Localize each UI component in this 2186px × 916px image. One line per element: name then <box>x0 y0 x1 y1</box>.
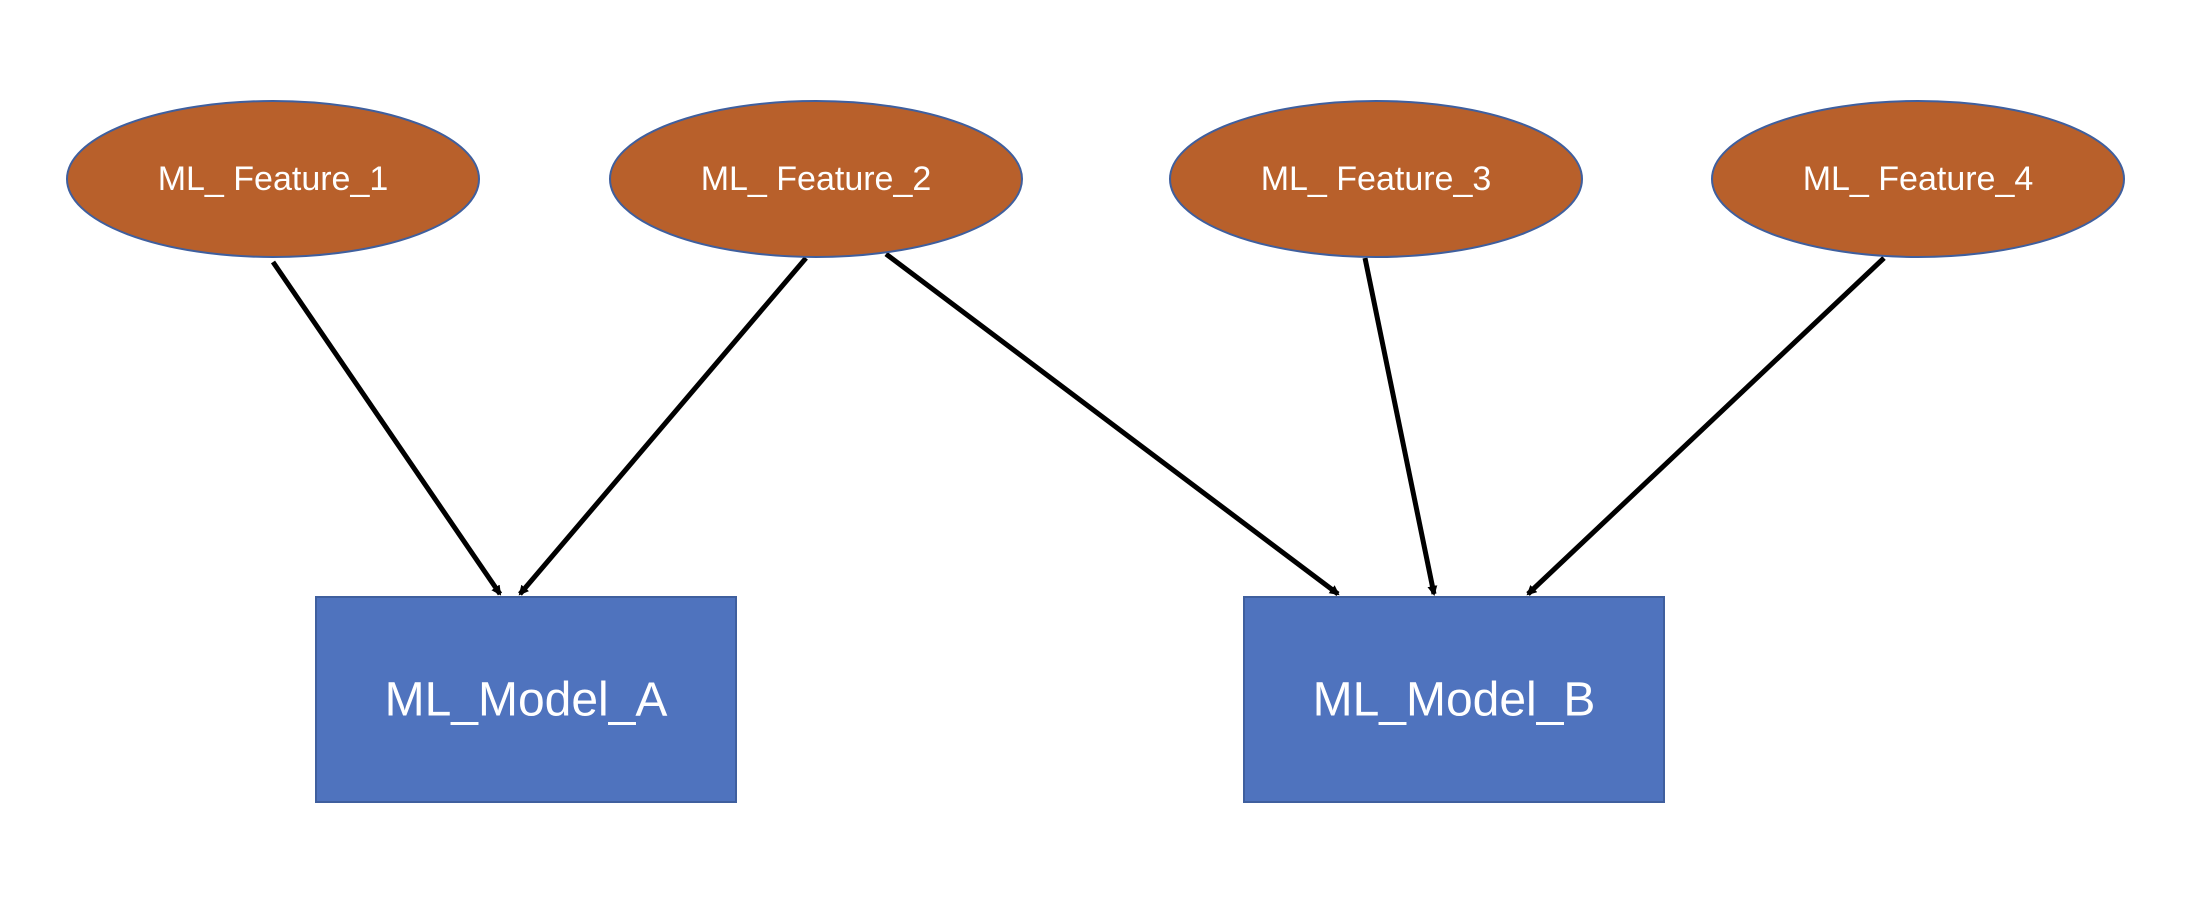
feature-node-2-label: ML_ Feature_2 <box>701 160 932 198</box>
model-node-b[interactable]: ML_Model_B <box>1243 596 1665 803</box>
model-node-b-label: ML_Model_B <box>1313 674 1596 727</box>
feature-node-1[interactable]: ML_ Feature_1 <box>66 100 480 258</box>
model-node-a[interactable]: ML_Model_A <box>315 596 737 803</box>
edge-f2-to-model-a <box>518 256 808 596</box>
feature-node-1-shape <box>66 100 480 258</box>
model-node-b-shape <box>1243 596 1665 803</box>
edge-f3-to-model-b <box>1362 257 1438 596</box>
feature-node-2-shape <box>609 100 1023 258</box>
model-node-a-label: ML_Model_A <box>385 674 668 727</box>
feature-node-3[interactable]: ML_ Feature_3 <box>1169 100 1583 258</box>
feature-node-2[interactable]: ML_ Feature_2 <box>609 100 1023 258</box>
feature-node-4[interactable]: ML_ Feature_4 <box>1711 100 2125 258</box>
edges <box>270 252 1886 596</box>
feature-node-4-shape <box>1711 100 2125 258</box>
feature-node-3-label: ML_ Feature_3 <box>1261 160 1492 198</box>
edge-f1-to-model-a <box>270 260 503 596</box>
model-node-a-shape <box>315 596 737 803</box>
edge-f2-to-model-b <box>884 252 1340 596</box>
feature-node-3-shape <box>1169 100 1583 258</box>
feature-node-1-label: ML_ Feature_1 <box>158 160 389 198</box>
feature-node-4-label: ML_ Feature_4 <box>1803 160 2034 198</box>
edge-f4-to-model-b <box>1526 256 1886 596</box>
